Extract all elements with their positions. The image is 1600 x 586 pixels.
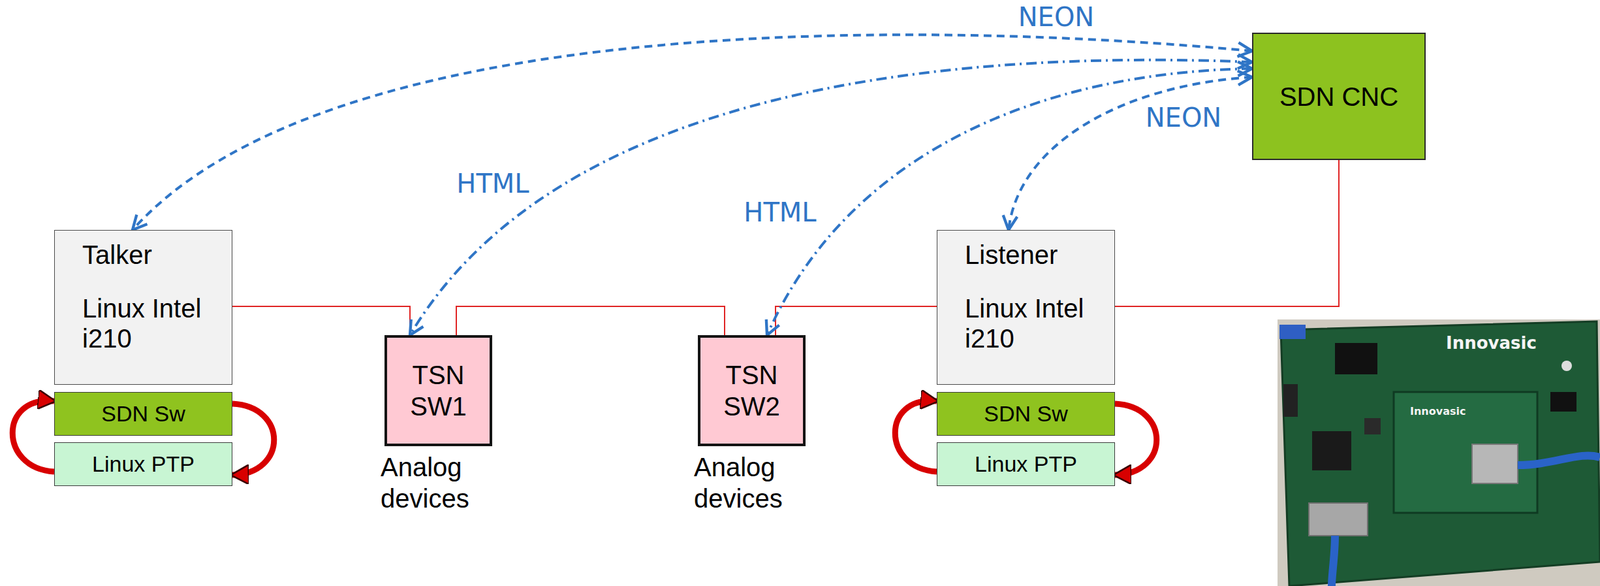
software-box: SDN Sw <box>54 391 233 436</box>
ethernet-jack <box>1472 443 1518 484</box>
connector <box>1561 360 1572 371</box>
node-title: Listener <box>964 239 1107 270</box>
host-box: TalkerLinux Intel i210 <box>54 229 233 385</box>
network-wire <box>232 306 410 335</box>
blue-cable <box>1517 454 1600 465</box>
node-note: Linux Intel i210 <box>82 293 224 354</box>
node-title: Talker <box>82 239 224 270</box>
node-note: Linux Intel i210 <box>964 293 1107 354</box>
software-box: SDN Sw <box>936 391 1115 436</box>
control-link <box>409 60 1253 335</box>
blue-cable <box>1331 535 1335 586</box>
software-box: Linux PTP <box>54 441 233 486</box>
sync-arrow <box>894 400 937 472</box>
daughter-board <box>1393 391 1538 513</box>
node-note: Analog devices <box>693 451 818 514</box>
network-wire <box>775 306 937 335</box>
network-wire <box>1114 159 1339 307</box>
pcb-board <box>1280 321 1600 586</box>
link-label: HTML <box>739 197 820 227</box>
link-label: HTML <box>452 169 533 198</box>
control-link <box>1008 77 1253 230</box>
node-title: TSN SW1 <box>392 359 485 422</box>
chip <box>1312 430 1352 471</box>
switch <box>1283 383 1298 417</box>
software-box: Linux PTP <box>936 441 1115 486</box>
switch-box: TSN SW1Analog devices <box>384 334 493 446</box>
board-logo: Innovasic <box>1410 406 1466 417</box>
node-title: TSN SW2 <box>705 359 798 422</box>
switch-box: TSN SW2Analog devices <box>697 334 806 446</box>
node-title: Linux PTP <box>92 451 195 476</box>
chip <box>1364 417 1381 435</box>
node-note: Analog devices <box>380 451 505 514</box>
sync-arrow <box>12 400 55 472</box>
board-logo: Innovasic <box>1445 334 1537 352</box>
node-title: Linux PTP <box>974 451 1078 476</box>
text-column: ListenerLinux Intel i210 <box>964 239 1107 354</box>
terminal-block <box>1279 324 1306 339</box>
chip <box>1334 342 1378 375</box>
node-title: SDN Sw <box>983 401 1068 426</box>
controller-box: SDN CNC <box>1252 32 1426 160</box>
sync-arrow <box>232 403 275 475</box>
text-column: TalkerLinux Intel i210 <box>82 239 224 354</box>
control-link <box>132 34 1253 230</box>
node-title: SDN CNC <box>1279 81 1399 112</box>
photo-background <box>1277 319 1600 586</box>
sync-arrow <box>1114 403 1157 475</box>
link-label: NEON <box>1014 2 1099 32</box>
network-wire <box>456 306 725 335</box>
host-box: ListenerLinux Intel i210 <box>936 229 1115 385</box>
ethernet-jack <box>1308 502 1368 536</box>
chip <box>1550 391 1577 412</box>
link-label: NEON <box>1141 103 1226 132</box>
node-title: SDN Sw <box>101 401 185 426</box>
